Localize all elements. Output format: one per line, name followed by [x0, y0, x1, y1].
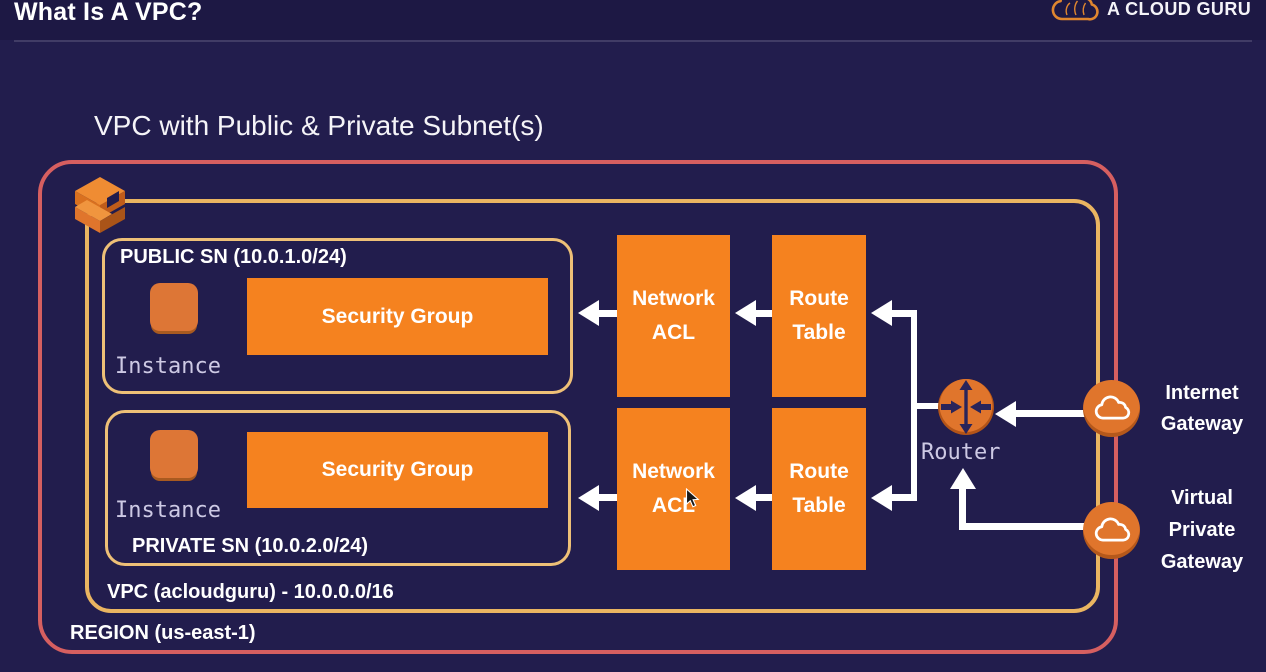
arrow-shaft	[891, 310, 917, 317]
router-connector-line	[911, 403, 939, 409]
arrow-shaft	[1015, 410, 1085, 417]
instance-label: Instance	[115, 498, 221, 523]
diagram-title: VPC with Public & Private Subnet(s)	[94, 110, 544, 141]
arrow-shaft	[755, 494, 772, 501]
acg-cloud-logo-icon	[1051, 0, 1099, 21]
private-subnet-label: PRIVATE SN (10.0.2.0/24)	[132, 535, 369, 557]
security-group-box: Security Group	[247, 432, 548, 508]
arrow-shaft	[959, 523, 1085, 530]
arrow-routetable-to-acl	[735, 300, 756, 326]
arrow-routetable-to-acl	[735, 485, 756, 511]
vpc-label: VPC (acloudguru) - 10.0.0.0/16	[107, 581, 394, 603]
instance-icon	[150, 430, 198, 478]
public-subnet-label: PUBLIC SN (10.0.1.0/24)	[120, 246, 347, 268]
arrow-acl-to-private-subnet	[578, 485, 599, 511]
arrow-acl-to-public-subnet	[578, 300, 599, 326]
virtual-private-gateway-cloud-icon	[1083, 502, 1140, 559]
network-acl-box: Network ACL	[617, 408, 730, 570]
header-bar	[0, 0, 1266, 40]
route-table-box: Route Table	[772, 408, 866, 570]
arrow-shaft	[959, 487, 966, 529]
network-acl-box: Network ACL	[617, 235, 730, 397]
brand-name: A CLOUD GURU	[1107, 0, 1252, 19]
arrow-router-to-routetable	[871, 485, 892, 511]
arrow-igw-to-router	[995, 401, 1016, 427]
instance-label: Instance	[115, 354, 221, 379]
arrow-shaft	[891, 494, 917, 501]
internet-gateway-cloud-icon	[1083, 380, 1140, 437]
security-group-box: Security Group	[247, 278, 548, 355]
arrow-router-to-routetable	[871, 300, 892, 326]
page-title: What Is A VPC?	[14, 0, 203, 26]
router-label: Router	[921, 440, 1001, 465]
arrow-shaft	[598, 494, 617, 501]
public-subnet-boundary: PUBLIC SN (10.0.1.0/24)	[102, 238, 573, 394]
private-subnet-boundary: PRIVATE SN (10.0.2.0/24)	[105, 410, 571, 566]
mouse-cursor-icon	[685, 488, 700, 508]
arrow-shaft	[598, 310, 617, 317]
virtual-private-gateway-label: Virtual Private Gateway	[1160, 487, 1244, 573]
route-table-box: Route Table	[772, 235, 866, 397]
arrow-vpg-to-router	[950, 468, 976, 489]
vpc-3d-icon	[75, 177, 125, 233]
internet-gateway-label: Internet Gateway	[1160, 382, 1244, 435]
arrow-shaft	[755, 310, 772, 317]
instance-icon	[150, 283, 198, 331]
router-icon	[938, 379, 994, 435]
header-divider	[14, 40, 1252, 42]
region-label: REGION (us-east-1)	[70, 622, 256, 644]
